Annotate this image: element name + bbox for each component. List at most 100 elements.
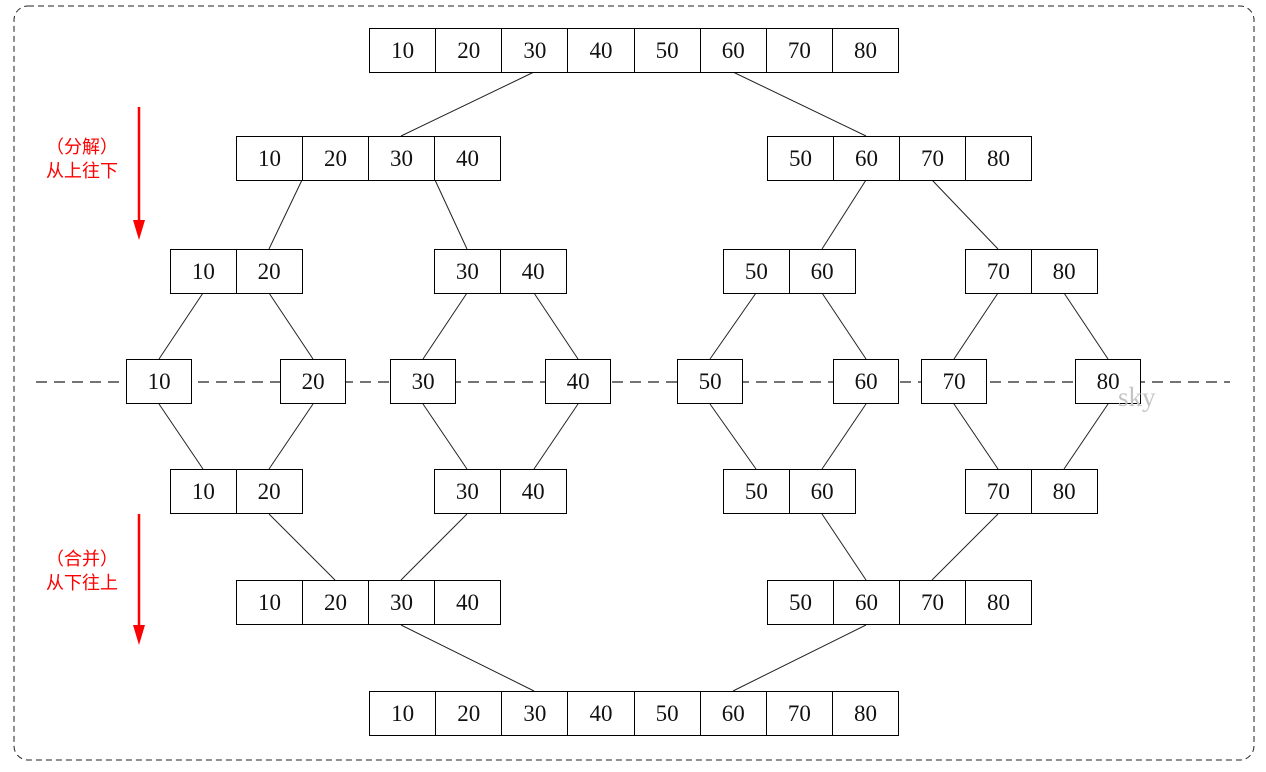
array-cell: 20 (302, 137, 368, 180)
array-cell: 20 (235, 470, 302, 513)
connector-line (533, 403, 579, 470)
array-cell: 50 (744, 478, 768, 504)
connector-line (1063, 292, 1109, 360)
array-group: 10 (126, 359, 193, 404)
array-cell: 80 (1096, 368, 1120, 394)
array-cell: 50 (633, 692, 700, 735)
array-cell: 60 (788, 250, 855, 293)
array-cell: 70 (899, 137, 965, 180)
decompose-title: （分解） (46, 137, 118, 158)
array-cell: 40 (499, 470, 566, 513)
array-cell: 70 (942, 368, 966, 394)
connector-line (953, 292, 999, 360)
connector-line (821, 513, 867, 581)
array-group: 70 80 (965, 469, 1098, 514)
array-cell: 30 (368, 137, 434, 180)
array-cell: 20 (435, 692, 501, 735)
array-cell: 40 (434, 581, 500, 624)
connector-line (1063, 403, 1109, 470)
array-cell: 10 (258, 589, 281, 615)
connector-line (821, 403, 867, 470)
connector-line (732, 71, 867, 137)
connector-line (533, 292, 579, 360)
array-cell: 20 (302, 581, 368, 624)
array-cell: 10 (391, 37, 415, 63)
connector-line (931, 179, 999, 250)
connector-line (268, 179, 303, 250)
array-cell: 40 (567, 29, 633, 72)
array-group: 20 (280, 359, 347, 404)
array-cell: 50 (698, 368, 722, 394)
connector-line (400, 513, 468, 581)
outer-dashed-frame (13, 5, 1255, 761)
merge-subtitle: 从下往上 (46, 573, 118, 594)
array-group: 30 (390, 359, 457, 404)
connector-line (268, 292, 314, 360)
array-cell: 60 (833, 137, 899, 180)
connector-line (158, 292, 204, 360)
decompose-arrow (133, 107, 145, 240)
array-cell: 40 (566, 368, 590, 394)
decompose-subtitle: 从上往下 (46, 161, 118, 182)
array-cell: 10 (258, 145, 281, 171)
array-cell: 30 (368, 581, 434, 624)
merge-title: （合并） (46, 549, 118, 570)
array-cell: 30 (501, 29, 567, 72)
array-cell: 30 (455, 478, 479, 504)
connector-line (434, 179, 468, 250)
connector-line (709, 403, 757, 470)
connector-line (732, 624, 867, 692)
array-cell: 20 (435, 29, 501, 72)
watermark-text: sky (1118, 382, 1156, 412)
connector-line (931, 513, 999, 581)
array-cell: 80 (1030, 470, 1097, 513)
array-cell: 20 (235, 250, 302, 293)
array-cell: 50 (633, 29, 700, 72)
array-cell: 30 (455, 258, 479, 284)
array-cell: 60 (699, 29, 766, 72)
array-group: 80 (1075, 359, 1142, 404)
array-cell: 30 (501, 692, 567, 735)
array-cell: 30 (411, 368, 435, 394)
array-cell: 80 (831, 29, 898, 72)
array-cell: 80 (965, 137, 1031, 180)
array-group: 70 (921, 359, 988, 404)
connector-line (953, 403, 999, 470)
connector-lines (158, 71, 1109, 692)
array-cell: 50 (789, 589, 812, 615)
array-cell: 10 (391, 700, 415, 726)
decompose-label: （分解） 从上往下 (22, 136, 142, 184)
connector-line (268, 513, 336, 581)
connector-line (400, 71, 535, 137)
connector-line (821, 179, 867, 250)
array-cell: 70 (899, 581, 965, 624)
array-group: 30 40 (434, 469, 567, 514)
merge-arrow (133, 514, 145, 645)
array-group: 60 (833, 359, 900, 404)
array-cell: 60 (788, 470, 855, 513)
array-cell: 60 (833, 581, 899, 624)
connector-line (821, 292, 867, 360)
array-cell: 70 (986, 478, 1010, 504)
connector-line (422, 403, 468, 470)
array-cell: 20 (301, 368, 325, 394)
array-cell: 70 (765, 692, 832, 735)
connector-line (709, 292, 757, 360)
array-cell: 60 (854, 368, 878, 394)
array-cell: 80 (965, 581, 1031, 624)
array-cell: 70 (765, 29, 832, 72)
connector-line (268, 403, 314, 470)
array-cell: 80 (1030, 250, 1097, 293)
array-cell: 40 (434, 137, 500, 180)
array-cell: 40 (567, 692, 633, 735)
array-cell: 10 (147, 368, 171, 394)
array-group: 50 60 (723, 469, 856, 514)
